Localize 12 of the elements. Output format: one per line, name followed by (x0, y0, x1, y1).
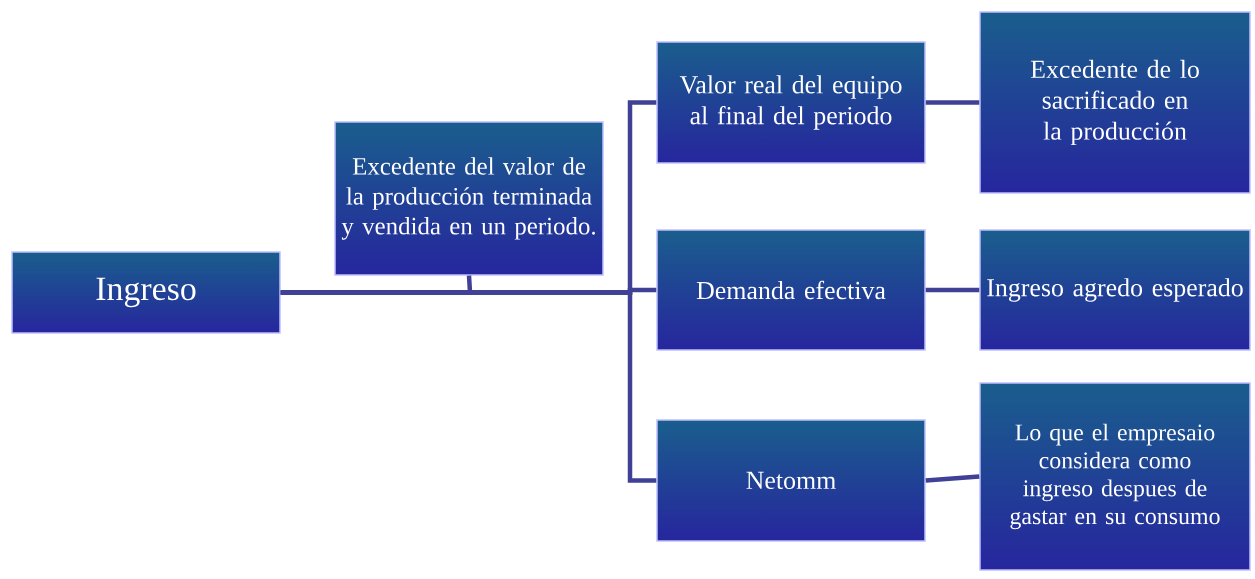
process-box: Netomm (656, 419, 926, 542)
connector-line (925, 100, 980, 105)
connector-line (925, 287, 980, 293)
process-box: Valor real del equipo al final del periodo (656, 41, 926, 164)
connector-line (280, 290, 657, 483)
process-box: Ingreso (11, 251, 281, 334)
process-box: Demanda efectiva (656, 229, 926, 351)
process-box: Excedente de lo sacrificado en la producción (979, 11, 1251, 194)
process-box: Excedente del valor de la producción terminada y vendida en un periodo. (334, 121, 604, 276)
process-box: Ingreso agredo esperado (979, 229, 1251, 351)
connector-line (925, 474, 980, 483)
process-box: Lo que el empresaio considera como ingreso despues de gastar en su consumo (979, 382, 1251, 571)
